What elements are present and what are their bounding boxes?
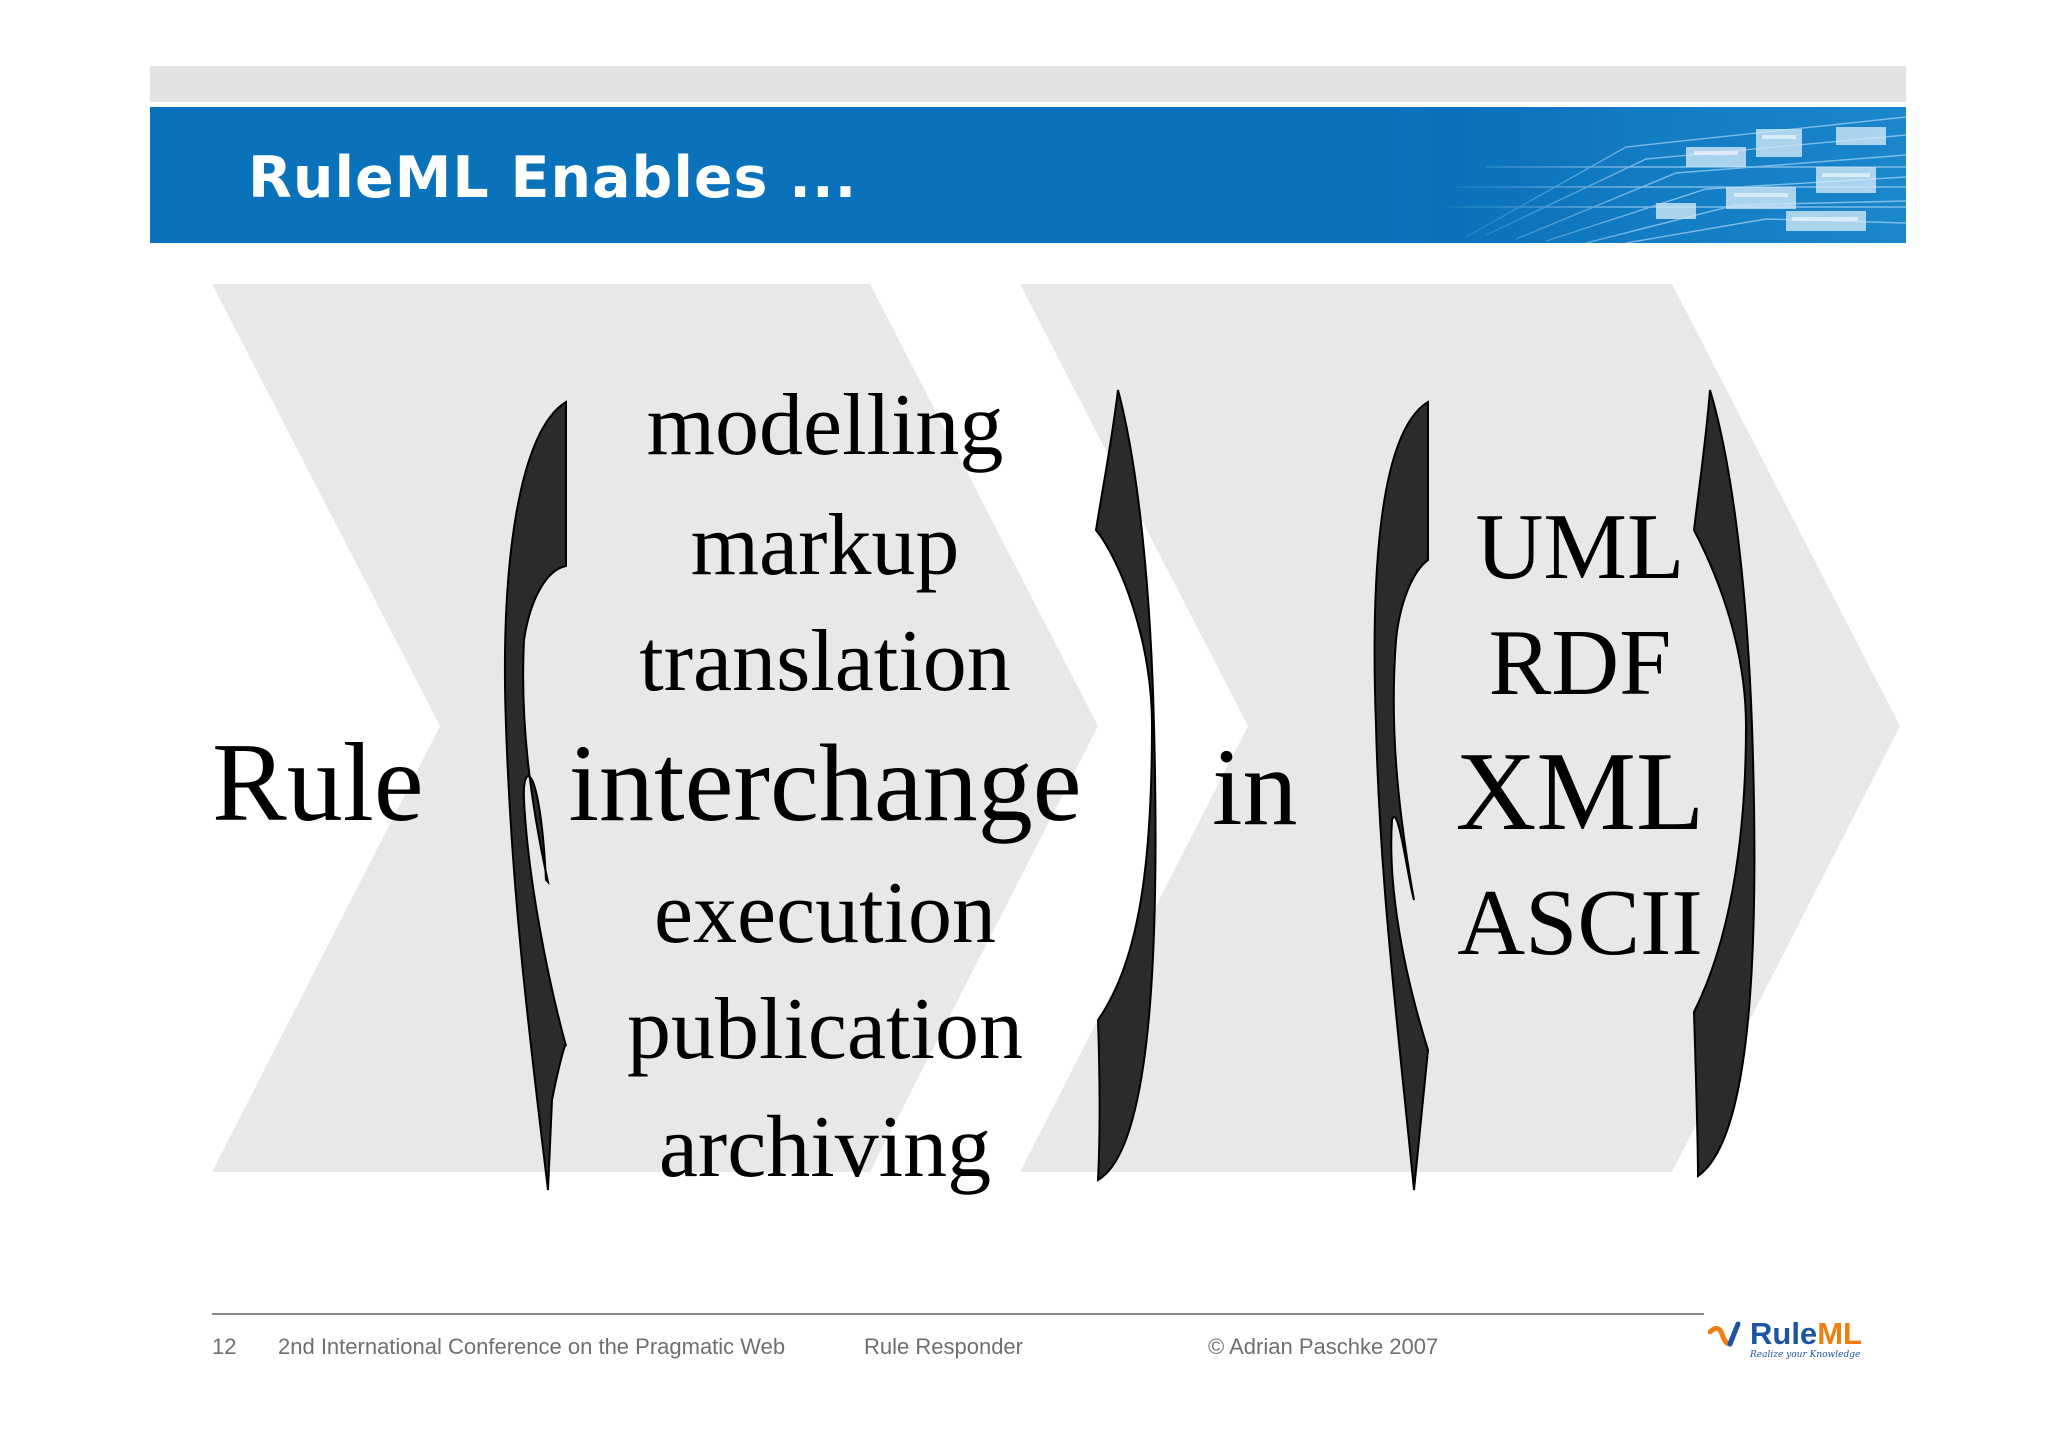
purpose-archiving: archiving: [658, 1099, 992, 1196]
format-xml: XML: [1455, 730, 1705, 854]
purpose-publication: publication: [627, 981, 1023, 1078]
slide-title: RuleML Enables ...: [248, 145, 858, 211]
right-bracket-icon: [1094, 389, 1157, 1182]
logo-ml-part: ML: [1817, 1316, 1862, 1351]
purpose-translation: translation: [639, 613, 1011, 710]
page-number: 12: [212, 1334, 237, 1359]
right-chevron: [1020, 284, 1900, 1172]
ruleml-logo-tagline: Realize your Knowledge: [1750, 1350, 1861, 1360]
header-top-strip: [150, 66, 1906, 102]
conference-name: 2nd International Conference on the Prag…: [278, 1334, 786, 1359]
ruleml-logo-text: RuleML: [1750, 1316, 1862, 1352]
purpose-execution: execution: [653, 865, 997, 962]
format-ascii: ASCII: [1457, 871, 1703, 975]
ruleml-logo: RuleML Realize your Knowledge: [1708, 1316, 1868, 1364]
purpose-markup: markup: [690, 497, 960, 594]
lead-word-rule: Rule: [212, 721, 424, 845]
right-format-bracket-icon: [1692, 389, 1756, 1178]
format-uml: UML: [1475, 495, 1685, 599]
purpose-interchange: interchange: [568, 722, 1082, 844]
left-bracket-icon: [503, 400, 567, 1191]
left-chevron: [212, 284, 1098, 1172]
title-bar: RuleML Enables ...: [150, 107, 1906, 243]
connector-in: in: [1212, 726, 1298, 848]
copyright: © Adrian Paschke 2007: [1208, 1334, 1439, 1359]
circuit-board-decoration: [1426, 107, 1906, 243]
talk-title: Rule Responder: [864, 1334, 1023, 1359]
ruleml-logo-mark-icon: [1708, 1321, 1741, 1347]
logo-rule-part: Rule: [1750, 1316, 1818, 1351]
format-rdf: RDF: [1488, 611, 1672, 715]
footer-divider: [212, 1313, 1704, 1315]
left-format-bracket-icon: [1373, 400, 1430, 1191]
purpose-modelling: modelling: [646, 377, 1004, 474]
